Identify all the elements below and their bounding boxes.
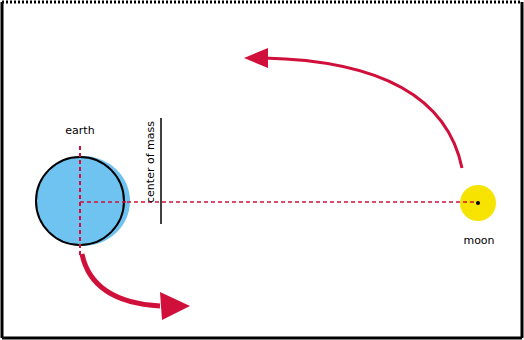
center-of-mass-label: center of mass	[144, 121, 157, 203]
frame	[521, 2, 524, 338]
arrowhead	[244, 48, 268, 68]
arrowhead	[160, 292, 190, 320]
earth-moon-line	[80, 201, 127, 203]
earth-ocean	[36, 156, 130, 246]
moon-center	[476, 201, 480, 205]
frame	[2, 337, 522, 340]
earth-axis	[79, 146, 81, 256]
frame	[1, 2, 4, 338]
center-of-mass-line	[160, 118, 162, 224]
rotation-arrow	[82, 254, 160, 306]
orbit-arrow	[264, 58, 462, 168]
node-label: moon	[463, 234, 494, 248]
node-label: earth	[65, 124, 94, 138]
earth-moon-line	[127, 201, 456, 203]
frame	[2, 1, 522, 4]
moon-node: moon	[456, 184, 502, 248]
earth-node: earth	[33, 124, 127, 250]
earth-moon-line	[456, 201, 478, 203]
moon-disc	[460, 185, 496, 221]
